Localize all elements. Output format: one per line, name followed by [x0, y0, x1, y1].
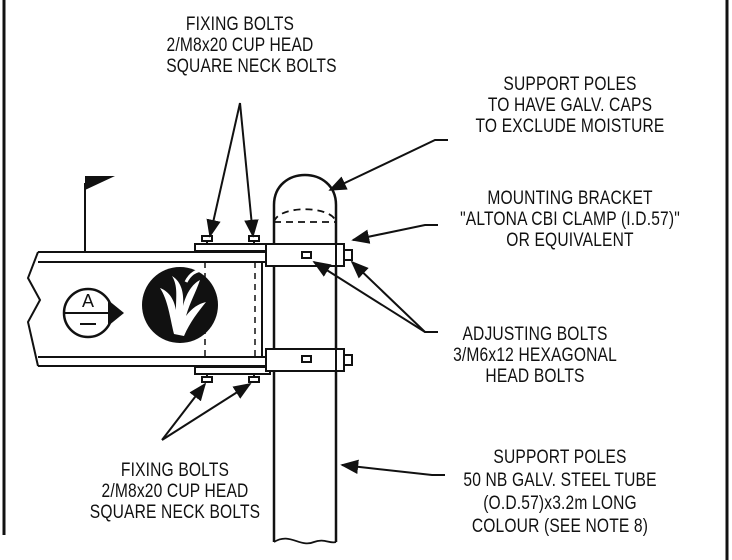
label-line: 2/M8x20 CUP HEAD	[166, 35, 314, 56]
label-line: COLOUR (SEE NOTE 8)	[471, 516, 649, 537]
label-line: TO HAVE GALV. CAPS	[487, 95, 653, 116]
leader-fixing-top-left	[206, 102, 241, 238]
label-line: SUPPORT POLES	[503, 74, 637, 95]
label-line: MOUNTING BRACKET	[487, 188, 653, 209]
label-line: SQUARE NECK BOLTS	[89, 502, 261, 523]
leader-support-poles	[340, 459, 445, 476]
lower-clamp	[194, 348, 353, 383]
label-fixing-bolts-bottom: FIXING BOLTS 2/M8x20 CUP HEAD SQUARE NEC…	[89, 460, 261, 523]
label-line: 50 NB GALV. STEEL TUBE	[463, 470, 657, 491]
leader-adjusting-1	[312, 261, 438, 333]
leader-bracket	[351, 224, 438, 244]
leader-fixing-bottom-right	[161, 383, 252, 441]
leader-adjusting-2	[350, 260, 438, 333]
label-adjusting-bolts: ADJUSTING BOLTS 3/M6x12 HEXAGONAL HEAD B…	[441, 324, 630, 387]
label-line: TO EXCLUDE MOISTURE	[475, 116, 665, 137]
label-line: FIXING BOLTS	[185, 14, 295, 35]
label-line: 2/M8x20 CUP HEAD	[101, 481, 249, 502]
label-line: ADJUSTING BOLTS	[462, 324, 608, 345]
label-line: FIXING BOLTS	[120, 460, 230, 481]
label-support-poles: SUPPORT POLES 50 NB GALV. STEEL TUBE (O.…	[445, 446, 675, 538]
label-galv-caps: SUPPORT POLES TO HAVE GALV. CAPS TO EXCL…	[455, 74, 685, 137]
label-line: SQUARE NECK BOLTS	[166, 56, 337, 77]
label-line: "ALTONA CBI CLAMP (I.D.57)"	[460, 209, 680, 230]
label-line: (O.D.57)x3.2m LONG	[483, 493, 637, 514]
label-line: OR EQUIVALENT	[506, 230, 634, 251]
flag-icon	[84, 176, 115, 252]
leader-caps	[328, 139, 448, 191]
label-line: HEAD BOLTS	[485, 366, 585, 387]
label-line: 3/M6x12 HEXAGONAL	[453, 345, 617, 366]
upper-clamp	[194, 235, 353, 267]
leader-lines	[161, 102, 448, 476]
leaf-logo-icon	[142, 267, 218, 343]
label-fixing-bolts-top: FIXING BOLTS 2/M8x20 CUP HEAD SQUARE NEC…	[166, 14, 337, 77]
section-marker-letter: A	[82, 291, 94, 311]
leader-fixing-top-right	[239, 102, 259, 238]
label-line: SUPPORT POLES	[493, 447, 627, 468]
section-marker-icon: A	[62, 287, 124, 339]
sign-panel	[26, 251, 272, 367]
leader-fixing-bottom-left	[161, 382, 207, 441]
label-mounting-bracket: MOUNTING BRACKET "ALTONA CBI CLAMP (I.D.…	[447, 188, 693, 251]
